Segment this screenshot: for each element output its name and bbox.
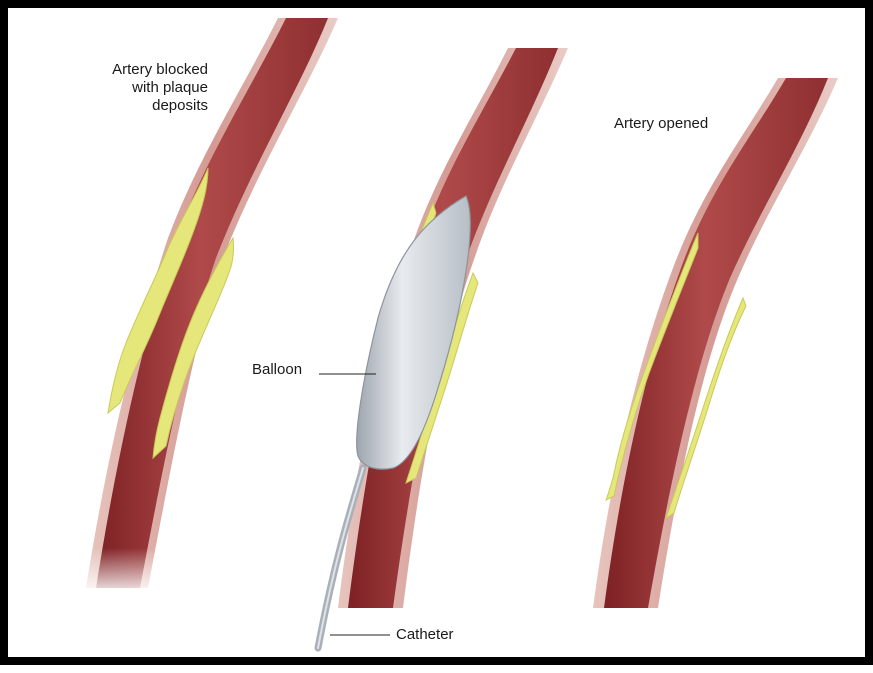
label-blocked-line-1: Artery blocked	[78, 61, 208, 79]
label-blocked-line-2: with plaque	[78, 79, 208, 97]
balloon-shape	[357, 196, 471, 469]
balloon-artery	[318, 48, 568, 648]
label-balloon: Balloon	[252, 361, 302, 379]
label-catheter: Catheter	[396, 626, 454, 644]
label-artery-blocked: Artery blocked with plaque deposits	[78, 61, 208, 115]
label-artery-opened: Artery opened	[614, 115, 708, 133]
label-blocked-line-3: deposits	[78, 97, 208, 115]
opened-artery	[593, 78, 838, 608]
